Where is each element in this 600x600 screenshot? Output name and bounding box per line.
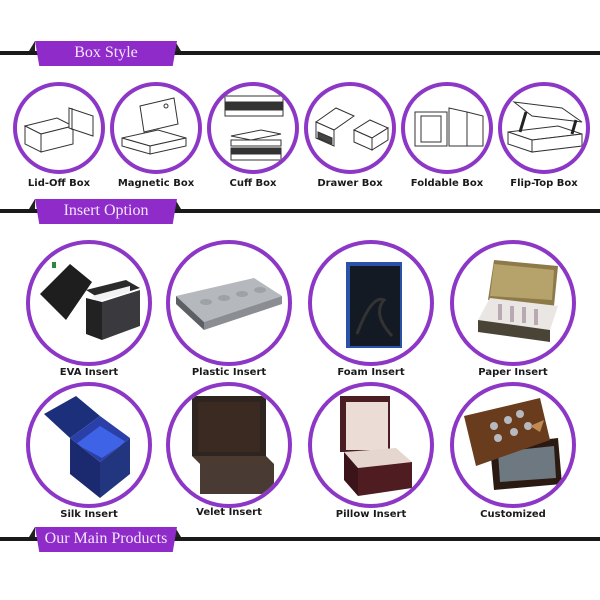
divider xyxy=(0,537,600,541)
cuff-box-icon xyxy=(224,95,284,161)
insert-velvet[interactable] xyxy=(166,382,292,508)
insert-label: EVA Insert xyxy=(59,367,119,378)
insert-eva[interactable] xyxy=(26,240,152,366)
banner-fold-left xyxy=(29,199,35,209)
box-style-cuff[interactable] xyxy=(207,82,299,174)
customized-insert-image xyxy=(464,398,562,490)
insert-label: Customized xyxy=(480,509,546,520)
insert-pillow[interactable] xyxy=(308,382,434,508)
insert-customized[interactable] xyxy=(450,382,576,508)
banner-fold-right xyxy=(175,41,181,51)
box-style-label: Cuff Box xyxy=(229,178,277,189)
box-style-magnetic[interactable] xyxy=(110,82,202,174)
insert-label: Silk Insert xyxy=(60,509,118,520)
foam-insert-image xyxy=(346,262,402,348)
insert-foam[interactable] xyxy=(308,240,434,366)
pillow-insert-image xyxy=(340,396,412,496)
insert-silk[interactable] xyxy=(26,382,152,508)
eva-insert-image xyxy=(40,262,140,340)
insert-plastic[interactable] xyxy=(166,240,292,366)
divider xyxy=(0,51,600,55)
velvet-insert-image xyxy=(192,396,274,494)
flip-top-box-icon xyxy=(507,101,583,153)
box-style-label: Flip-Top Box xyxy=(510,178,578,189)
box-style-label: Foldable Box xyxy=(410,178,484,189)
insert-label: Pillow Insert xyxy=(335,509,407,520)
paper-insert-image xyxy=(478,260,558,342)
banner-fold-right xyxy=(175,199,181,209)
box-style-label: Magnetic Box xyxy=(117,178,195,189)
plastic-insert-image xyxy=(176,278,282,330)
lid-off-box-icon xyxy=(23,107,94,153)
foldable-box-icon xyxy=(414,107,484,147)
insert-label: Paper Insert xyxy=(478,367,548,378)
box-style-lid-off[interactable] xyxy=(13,82,105,174)
magnetic-box-icon xyxy=(121,97,187,155)
silk-insert-image xyxy=(44,396,130,498)
section-header-box-style: Box Style xyxy=(0,38,600,68)
divider xyxy=(0,209,600,213)
banner-fold-right xyxy=(175,527,181,537)
section-header-main-products: Our Main Products xyxy=(0,524,600,554)
drawer-box-icon xyxy=(314,107,390,151)
box-style-foldable[interactable] xyxy=(401,82,493,174)
section-title: Insert Option xyxy=(35,199,177,224)
insert-label: Foam Insert xyxy=(337,367,405,378)
section-title: Box Style xyxy=(35,41,177,66)
box-style-flip-top[interactable] xyxy=(498,82,590,174)
insert-paper[interactable] xyxy=(450,240,576,366)
banner-fold-left xyxy=(29,41,35,51)
banner-fold-left xyxy=(29,527,35,537)
insert-label: Velet Insert xyxy=(196,507,262,518)
box-style-label: Lid-Off Box xyxy=(27,178,91,189)
box-style-label: Drawer Box xyxy=(317,178,383,189)
section-header-insert-option: Insert Option xyxy=(0,196,600,226)
insert-label: Plastic Insert xyxy=(191,367,267,378)
section-title: Our Main Products xyxy=(35,527,177,552)
box-style-drawer[interactable] xyxy=(304,82,396,174)
